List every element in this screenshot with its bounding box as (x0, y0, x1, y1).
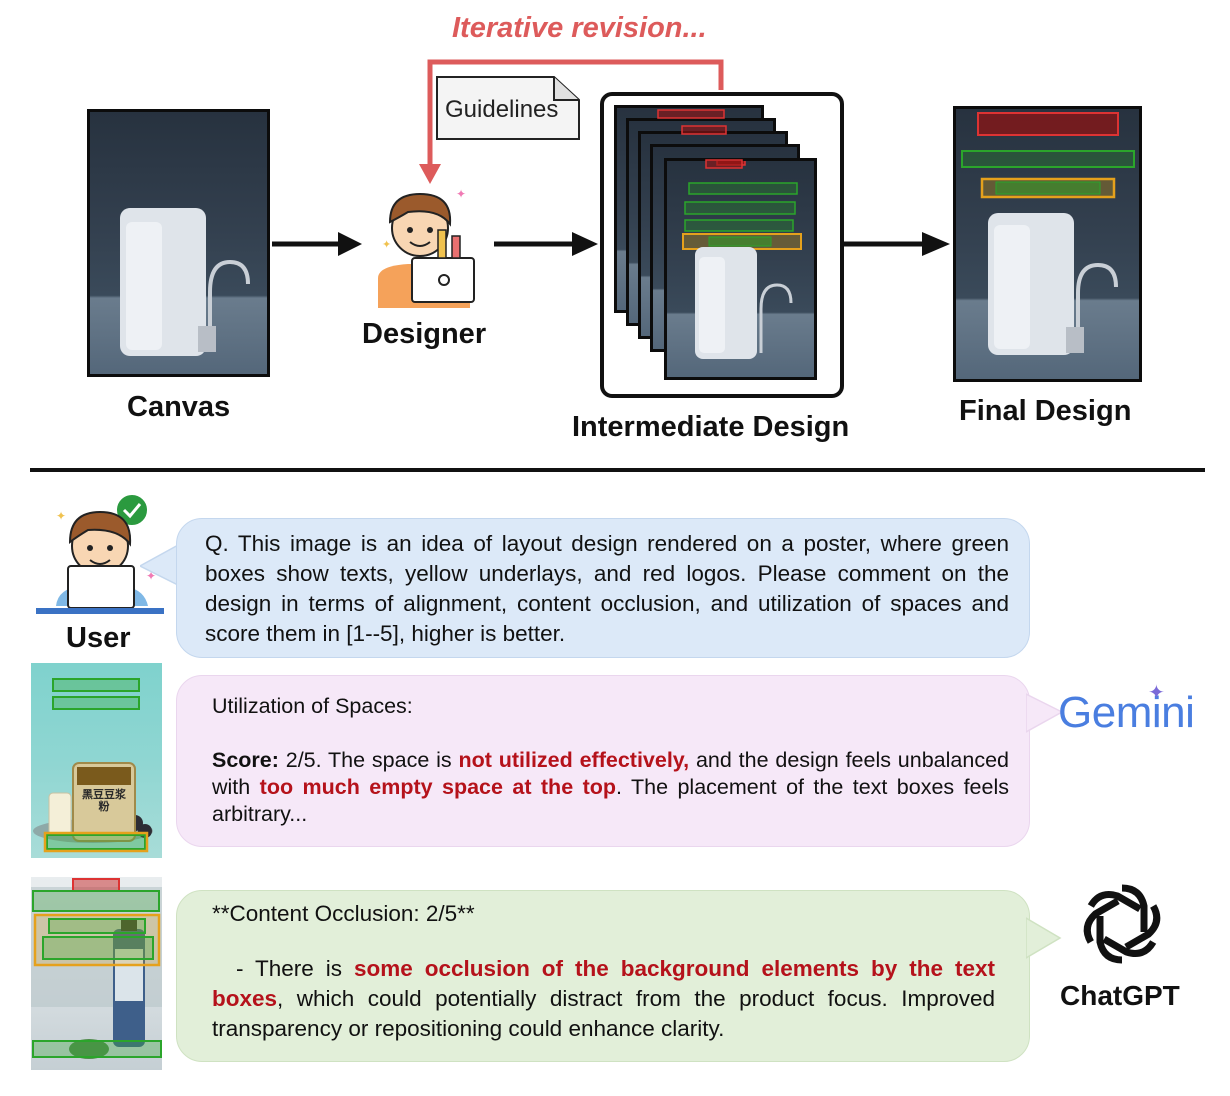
arrow-canvas-to-designer (272, 232, 362, 256)
gemini-highlight-1: not utilized effectively, (458, 748, 690, 772)
chatgpt-spacer (212, 929, 995, 954)
svg-text:✦: ✦ (456, 187, 466, 201)
guidelines-label: Guidelines (445, 96, 559, 123)
section-divider (30, 468, 1205, 472)
bottle-poster (31, 877, 162, 1070)
chatgpt-text-1: - There is (212, 956, 355, 981)
question-text: Q. This image is an idea of layout desig… (205, 531, 1009, 646)
svg-text:✦: ✦ (382, 239, 391, 251)
gemini-score-label: Score: (212, 748, 279, 772)
question-bubble: Q. This image is an idea of layout desig… (176, 518, 1030, 658)
gemini-spacer (212, 720, 1009, 747)
gemini-text-2: and the design feels unbalanced with (212, 748, 1009, 799)
user-icon: ✦ ✦ (36, 493, 164, 614)
iterative-revision-label: Iterative revision... (452, 12, 707, 44)
gemini-logo: Gemini (1058, 688, 1195, 737)
canvas-label: Canvas (127, 391, 231, 423)
chatgpt-text-2: , which could potentially distract from … (212, 986, 1002, 1041)
chatgpt-highlight-1: some occlusion of the background element… (212, 956, 1002, 1011)
soymilk-poster: 黑豆豆浆粉 (31, 663, 162, 858)
gemini-bubble: Utilization of Spaces: Score: 2/5. The s… (176, 675, 1030, 847)
chatgpt-bubble: **Content Occlusion: 2/5** - There is so… (176, 890, 1030, 1062)
arrow-designer-to-intermediate (494, 232, 598, 256)
gemini-text-3: . The placement of the text boxes feels … (212, 775, 1009, 826)
designer-label: Designer (362, 318, 487, 350)
gemini-bubble-tail (1026, 693, 1064, 733)
intermediate-poster-5 (664, 158, 817, 380)
guidelines-document: Guidelines (436, 76, 580, 140)
soymilk-package-text: 黑豆豆浆粉 (82, 789, 126, 813)
arrow-intermediate-to-final (844, 232, 950, 256)
final-design-poster (953, 106, 1142, 382)
gemini-heading: Utilization of Spaces: (212, 694, 413, 718)
chatgpt-body: - There is some occlusion of the backgro… (212, 954, 995, 1044)
svg-text:✦: ✦ (146, 569, 156, 583)
svg-text:✦: ✦ (56, 509, 66, 523)
final-design-label: Final Design (959, 395, 1132, 427)
intermediate-design-label: Intermediate Design (572, 411, 850, 443)
intermediate-stack-logos (657, 109, 743, 169)
gemini-body: Score: 2/5. The space is not utilized ef… (212, 747, 1009, 828)
canvas-poster (87, 109, 270, 377)
revision-loop-arrow (419, 59, 724, 184)
chatgpt-heading: **Content Occlusion: 2/5** (212, 901, 475, 926)
designer-icon: ✦ ✦ (378, 187, 475, 308)
chatgpt-label: ChatGPT (1060, 980, 1180, 1011)
user-label: User (66, 622, 131, 654)
chatgpt-bubble-tail (1026, 917, 1062, 959)
chatgpt-logo-icon (1083, 884, 1161, 964)
gemini-text-1: 2/5. The space is (278, 748, 459, 772)
gemini-highlight-2: too much empty space at the top (259, 775, 616, 799)
gemini-sparkle-icon: ✦ (1148, 682, 1165, 704)
